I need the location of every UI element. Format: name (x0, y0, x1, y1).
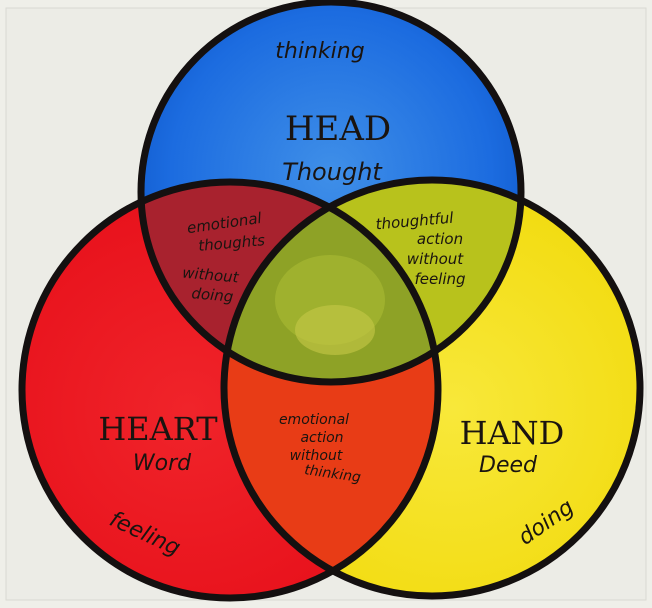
head-heart-line-2: thoughts (198, 231, 266, 255)
head-outline (137, 0, 525, 386)
head-top-label: thinking (275, 39, 364, 64)
hand-title: HAND (460, 414, 565, 452)
head-title: HEAD (285, 109, 391, 149)
hand-subtitle: Deed (479, 453, 538, 478)
head-heart-line-3: without (182, 264, 241, 287)
head-heart-line-4: doing (191, 284, 234, 306)
hand-outline (220, 176, 644, 600)
head-hand-line-3: without (407, 250, 465, 268)
head-hand-line-4: feeling (414, 270, 465, 288)
heart-title: HEART (98, 410, 218, 448)
head-subtitle: Thought (282, 158, 383, 186)
head-hand-line-2: action (417, 230, 463, 248)
heart-hand-line-3: without (290, 448, 343, 464)
heart-hand-line-2: action (300, 430, 343, 446)
center-highlight (295, 305, 375, 355)
heart-hand-line-1: emotional (279, 412, 349, 428)
heart-subtitle: Word (133, 451, 192, 476)
heart-outline (18, 178, 442, 602)
heart-hand-line-4: thinking (303, 462, 362, 486)
